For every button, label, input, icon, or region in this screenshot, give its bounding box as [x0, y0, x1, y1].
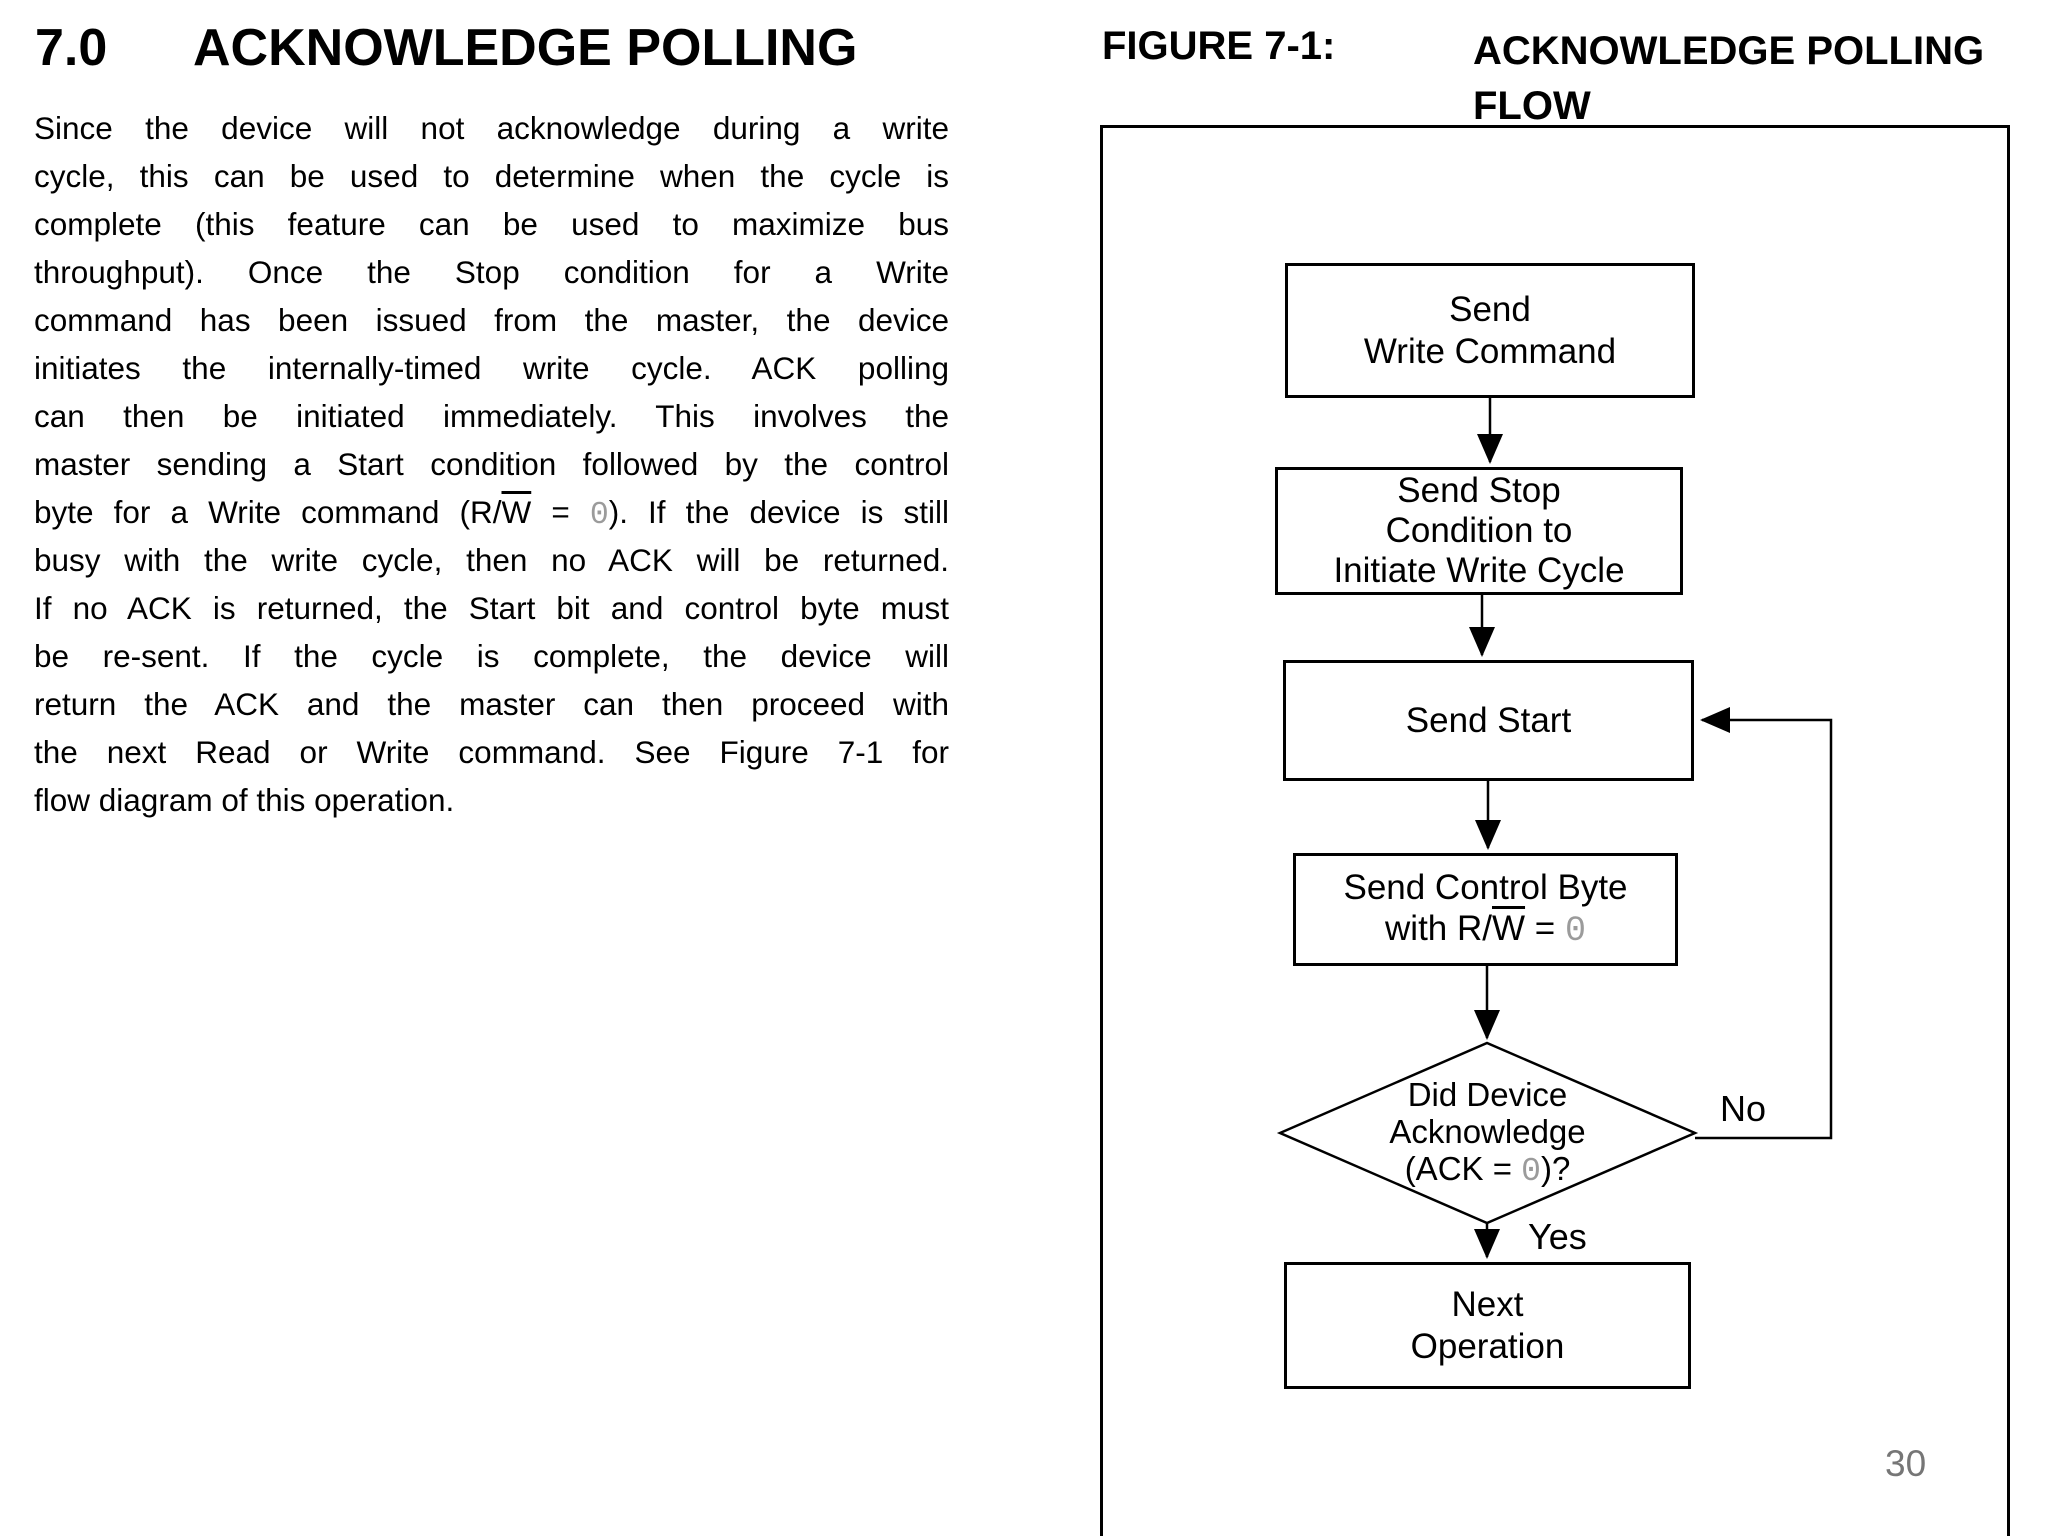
- box-text: Send Stop: [1397, 471, 1561, 510]
- w-overline: W: [1492, 909, 1526, 948]
- paragraph-line: If no ACK is returned, the Start bit and…: [34, 590, 949, 626]
- box-text: Write Command: [1363, 331, 1617, 371]
- section-number: 7.0: [35, 19, 108, 77]
- flow-box-send-start: Send Start: [1283, 660, 1694, 781]
- flow-decision-did-device-acknowledge: Did Device Acknowledge (ACK = 0)?: [1280, 1043, 1695, 1223]
- paragraph-line: master sending a Start condition followe…: [34, 446, 949, 482]
- box-text-rw-equation: with R/W = 0: [1385, 908, 1586, 952]
- paragraph-line: can then be initiated immediately. This …: [34, 398, 949, 434]
- zero-value: 0: [1521, 1153, 1541, 1190]
- box-text: Initiate Write Cycle: [1333, 551, 1625, 590]
- box-text: Condition to: [1385, 511, 1573, 550]
- ack-post: )?: [1540, 1150, 1571, 1187]
- box-text: Operation: [1410, 1326, 1565, 1366]
- paragraph-line: cycle, this can be used to determine whe…: [34, 158, 949, 194]
- rw-seg-pre: byte for a Write command (R/: [34, 494, 502, 530]
- figure-title-line1: ACKNOWLEDGE POLLING: [1473, 29, 1985, 73]
- box-text: Send Control Byte: [1343, 868, 1628, 907]
- paragraph-line: return the ACK and the master can then p…: [34, 686, 949, 722]
- flow-box-send-write-command: Send Write Command: [1285, 263, 1695, 398]
- figure-title: ACKNOWLEDGE POLLING FLOW: [1473, 24, 2033, 134]
- decision-text-ack-equation: (ACK = 0)?: [1405, 1150, 1571, 1190]
- page-number: 30: [1885, 1443, 1927, 1484]
- paragraph-line: throughput). Once the Stop condition for…: [34, 254, 949, 290]
- section-title: ACKNOWLEDGE POLLING: [193, 19, 858, 77]
- decision-text: Did Device: [1407, 1076, 1568, 1113]
- paragraph-line: Since the device will not acknowledge du…: [34, 110, 949, 146]
- body-paragraph: Since the device will not acknowledge du…: [34, 104, 949, 824]
- box-text: Send Start: [1405, 700, 1572, 740]
- rw-seg-post: ). If the device is still: [608, 494, 949, 530]
- paragraph-line-rw-equation: byte for a Write command (R/W = 0). If t…: [34, 488, 949, 536]
- paragraph-line: be re-sent. If the cycle is complete, th…: [34, 638, 949, 674]
- paragraph-line: command has been issued from the master,…: [34, 302, 949, 338]
- section-heading: 7.0 ACKNOWLEDGE POLLING: [35, 19, 858, 77]
- zero-value: 0: [1564, 911, 1586, 951]
- paragraph-line: flow diagram of this operation.: [34, 782, 455, 818]
- paragraph-line: initiates the internally-timed write cyc…: [34, 350, 949, 386]
- box-text: Send: [1449, 289, 1531, 329]
- decision-text: Acknowledge: [1389, 1113, 1586, 1150]
- figure-title-line2: FLOW: [1473, 84, 1591, 128]
- paragraph-line: busy with the write cycle, then no ACK w…: [34, 542, 949, 578]
- flow-box-next-operation: Next Operation: [1284, 1262, 1691, 1389]
- w-overline: W: [501, 494, 532, 530]
- branch-label-no: No: [1720, 1088, 1767, 1129]
- ack-pre: (ACK =: [1404, 1150, 1522, 1187]
- flow-box-send-stop-condition: Send Stop Condition to Initiate Write Cy…: [1275, 467, 1683, 595]
- rw-eq: =: [1525, 909, 1565, 948]
- figure-label: FIGURE 7-1:: [1102, 24, 1336, 68]
- box-text: Next: [1451, 1284, 1524, 1324]
- paragraph-line: the next Read or Write command. See Figu…: [34, 734, 949, 770]
- paragraph-line: complete (this feature can be used to ma…: [34, 206, 949, 242]
- flow-box-send-control-byte: Send Control Byte with R/W = 0: [1293, 853, 1678, 966]
- rw-pre: with R/: [1385, 909, 1492, 948]
- branch-label-yes: Yes: [1528, 1216, 1587, 1257]
- zero-value: 0: [589, 498, 609, 533]
- rw-seg-eq: =: [531, 494, 590, 530]
